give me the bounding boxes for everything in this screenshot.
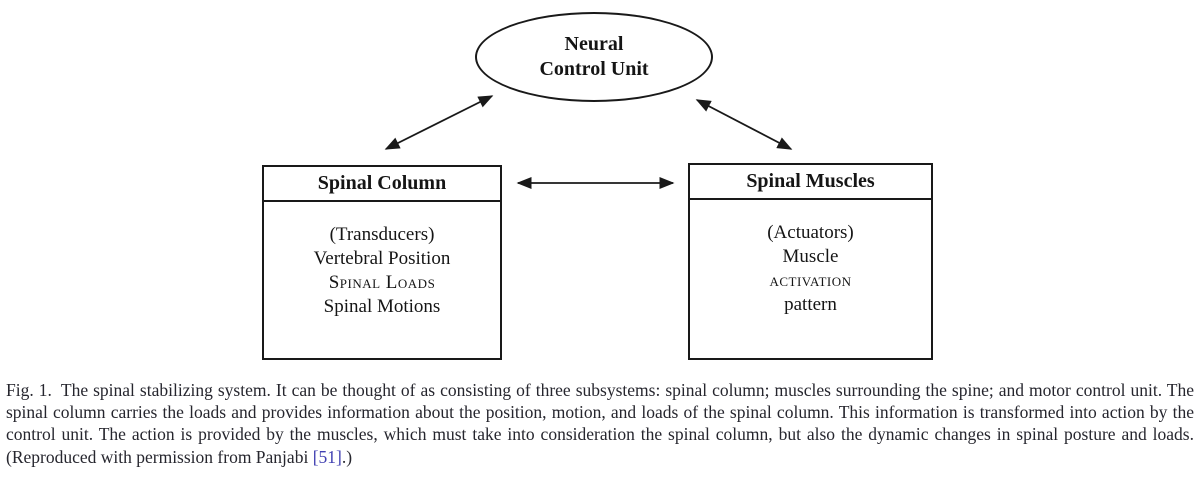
neural-control-unit-node: Neural Control Unit — [475, 12, 713, 102]
spinal-column-title: Spinal Column — [264, 167, 500, 202]
spinal-muscles-title: Spinal Muscles — [690, 165, 931, 200]
spinal-muscles-line-actuators: (Actuators) — [767, 222, 854, 243]
spinal-muscles-box: Spinal Muscles (Actuators) Muscle activa… — [688, 163, 933, 360]
neural-node-label-line1: Neural — [564, 33, 624, 55]
caption-suffix: .) — [341, 446, 353, 467]
arrow-layer — [384, 95, 793, 189]
spinal-column-line-transducers: (Transducers) — [329, 224, 435, 245]
spinal-column-line-vertebral-position: Vertebral Position — [313, 248, 451, 269]
arrow-neural-to-spinal-column — [384, 95, 494, 150]
spinal-muscles-line-muscle: Muscle — [782, 246, 839, 267]
spinal-column-body: (Transducers) Vertebral Position Spinal … — [264, 202, 500, 319]
spinal-column-line-spinal-motions: Spinal Motions — [323, 296, 441, 317]
citation-link[interactable]: [51] — [312, 446, 342, 467]
arrow-neural-to-spinal-muscles — [695, 99, 793, 150]
spinal-column-box: Spinal Column (Transducers) Vertebral Po… — [262, 165, 502, 360]
neural-node-label-line2: Control Unit — [539, 58, 649, 80]
caption-text: The spinal stabilizing system. It can be… — [6, 380, 1194, 467]
spinal-muscles-line-activation: activation — [769, 270, 852, 291]
figure-caption: Fig. 1.The spinal stabilizing system. It… — [6, 379, 1194, 468]
spinal-muscles-body: (Actuators) Muscle activation pattern — [690, 200, 931, 317]
caption-label: Fig. 1. — [6, 380, 52, 400]
spinal-column-line-spinal-loads: Spinal Loads — [328, 272, 436, 293]
spinal-muscles-line-pattern: pattern — [784, 294, 837, 315]
